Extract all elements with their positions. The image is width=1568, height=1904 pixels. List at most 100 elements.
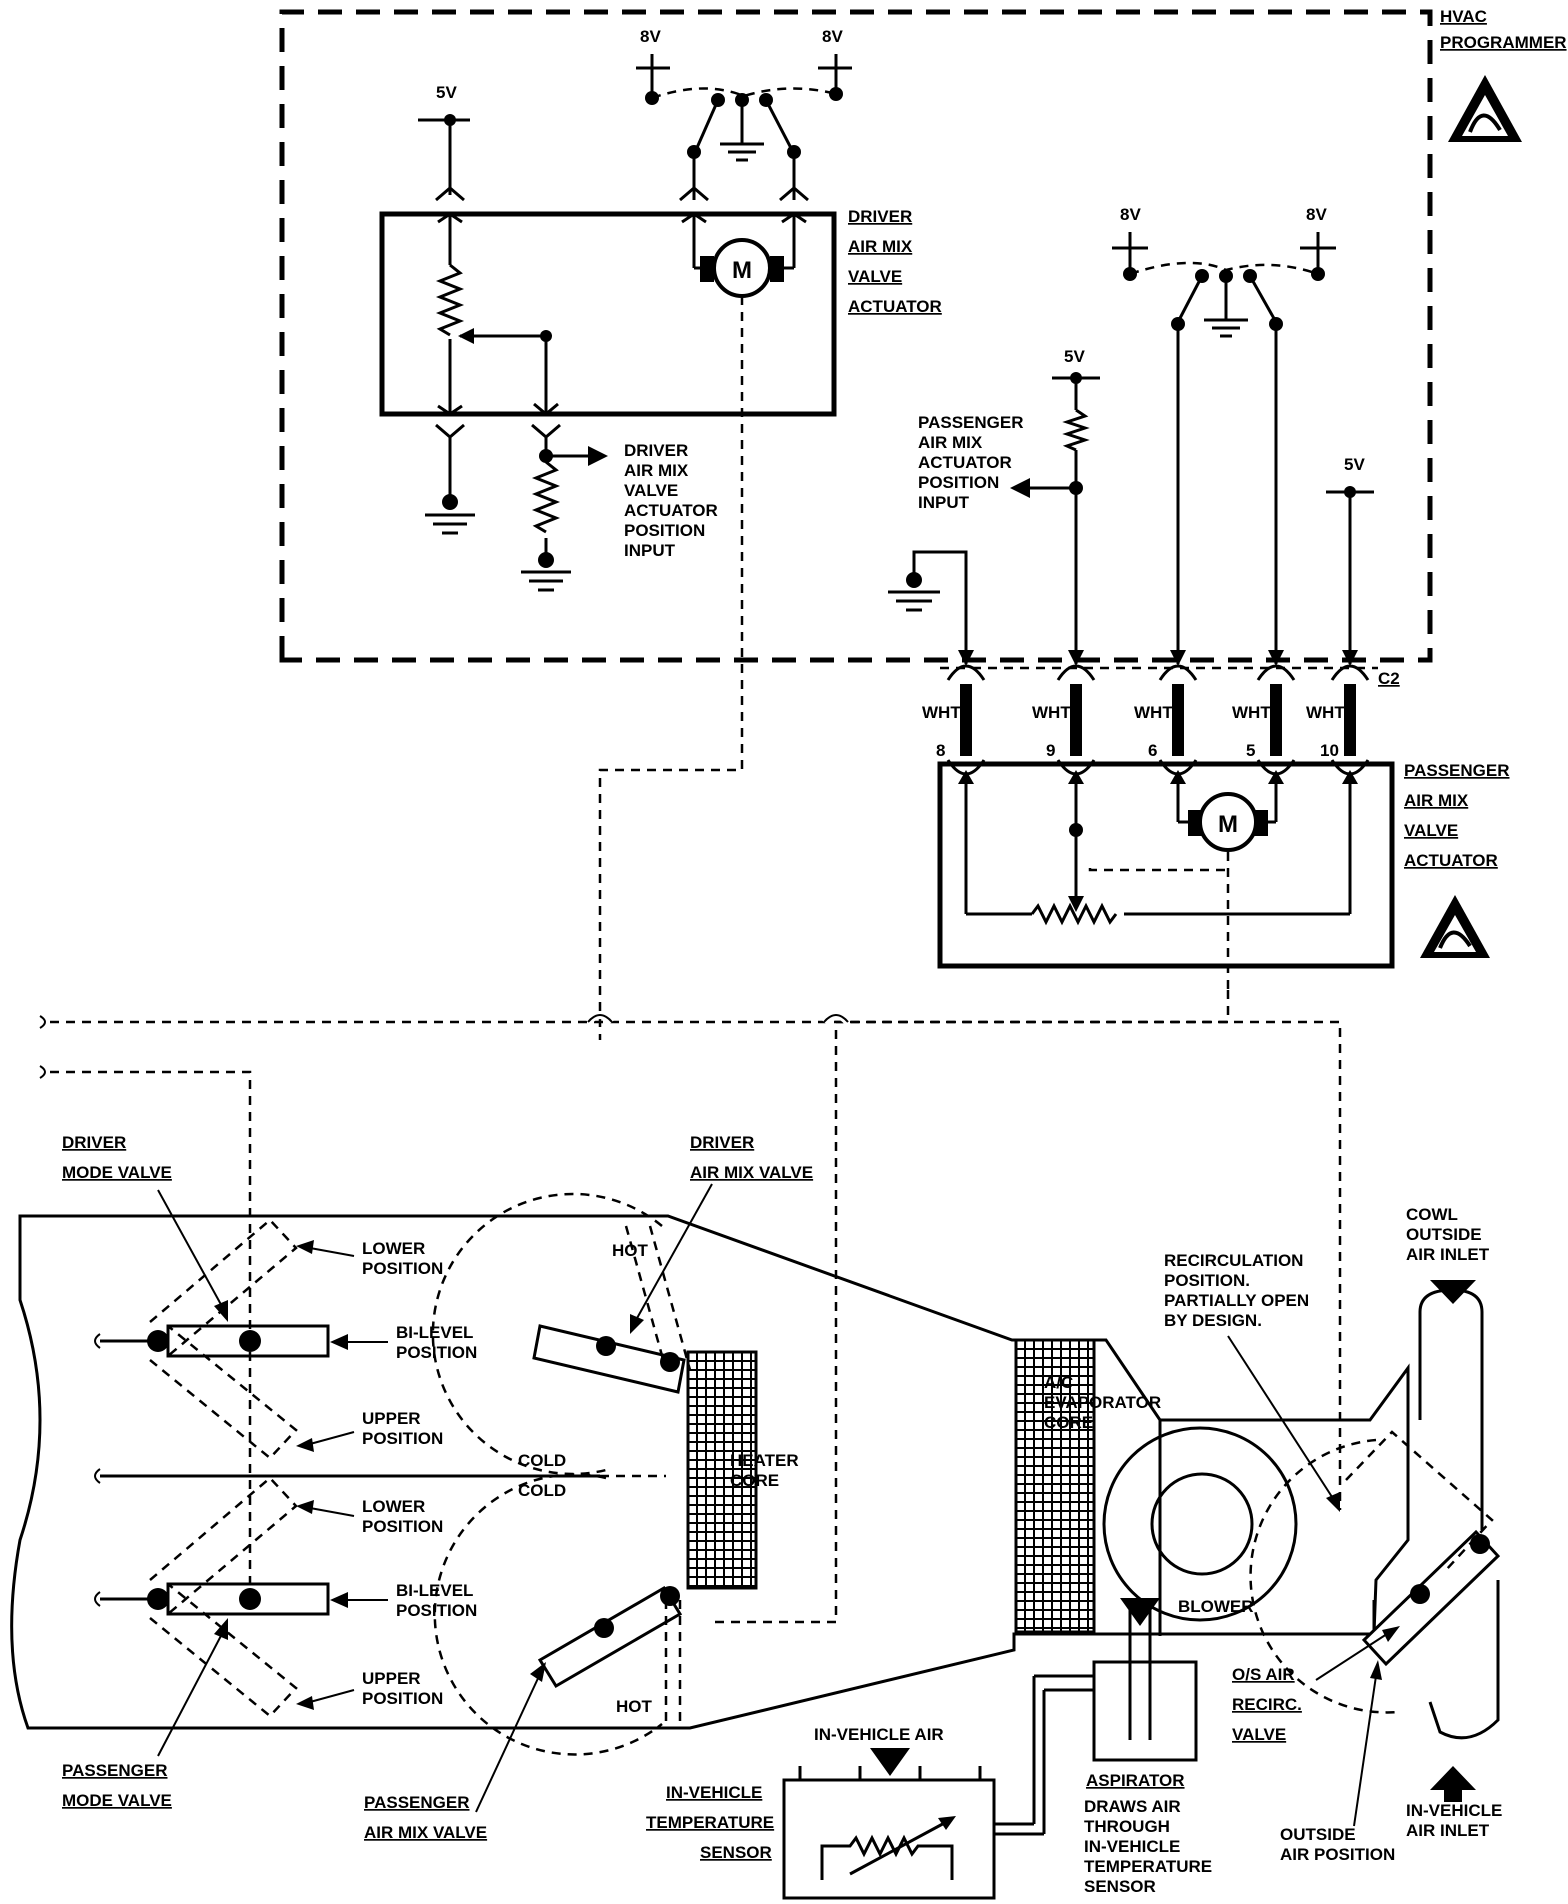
crossover-jumps — [39, 1011, 852, 1079]
driver-motor-switch: 8V 8V — [636, 27, 852, 270]
driver-actuator-box — [379, 211, 837, 417]
passenger-ground-feed — [888, 550, 968, 640]
evaporator-core — [1014, 1338, 1096, 1634]
svg-text:HEATER: HEATER — [730, 1451, 799, 1470]
svg-text:UPPER: UPPER — [362, 1409, 421, 1428]
driver-motor: M — [700, 238, 784, 298]
aspirator-inlet-arrow-icon — [1120, 1598, 1160, 1626]
svg-text:RECIRCULATION: RECIRCULATION — [1164, 1251, 1303, 1270]
wire-color-label: WHT — [1134, 703, 1173, 722]
pin-number: 9 — [1046, 741, 1055, 760]
in-vehicle-inlet-arrow-icon — [1430, 1766, 1476, 1790]
svg-text:COWL: COWL — [1406, 1205, 1458, 1224]
svg-text:EVAPORATOR: EVAPORATOR — [1044, 1393, 1161, 1412]
svg-text:IN-VEHICLE: IN-VEHICLE — [1406, 1801, 1502, 1820]
lead-ends — [94, 1333, 101, 1607]
svg-text:POSITION: POSITION — [396, 1343, 477, 1362]
passenger-actuator-box — [937, 761, 1395, 969]
mode-linkage-lower — [50, 1070, 252, 1600]
pin-number: 8 — [936, 741, 945, 760]
cold-label-lower: COLD — [518, 1481, 566, 1500]
hvac-case-outline — [10, 1214, 1410, 1730]
svg-text:MODE VALVE: MODE VALVE — [62, 1791, 172, 1810]
pin-number: 6 — [1148, 741, 1157, 760]
svg-text:AIR POSITION: AIR POSITION — [1280, 1845, 1395, 1864]
cowl-duct — [1418, 1280, 1500, 1802]
hot-label-lower: HOT — [616, 1697, 653, 1716]
svg-text:TEMPERATURE: TEMPERATURE — [646, 1813, 774, 1832]
in-vehicle-inlet-label: IN-VEHICLE AIR INLET — [1406, 1801, 1502, 1840]
svg-text:POSITION: POSITION — [396, 1601, 477, 1620]
svg-text:M: M — [732, 257, 752, 284]
outside-position-label: OUTSIDE AIR POSITION — [1280, 1660, 1395, 1864]
svg-text:SENSOR: SENSOR — [1084, 1877, 1156, 1896]
svg-text:DRAWS AIR: DRAWS AIR — [1084, 1797, 1181, 1816]
wire-color-label: WHT — [1232, 703, 1271, 722]
svg-text:POSITION: POSITION — [362, 1517, 443, 1536]
svg-text:PROGRAMMER: PROGRAMMER — [1440, 33, 1567, 52]
passenger-pot-supply: 5V — [1010, 347, 1100, 640]
svg-text:ACTUATOR: ACTUATOR — [848, 297, 942, 316]
connector-c2: C2 — [940, 666, 1400, 688]
temp-sensor-label: IN-VEHICLE TEMPERATURE SENSOR — [646, 1783, 774, 1862]
recirc-note: RECIRCULATION POSITION. PARTIALLY OPEN B… — [1164, 1251, 1340, 1512]
svg-text:VALVE: VALVE — [848, 267, 902, 286]
svg-text:OUTSIDE: OUTSIDE — [1406, 1225, 1482, 1244]
driver-air-mix-valve-label: DRIVER AIR MIX VALVE — [630, 1133, 813, 1334]
svg-text:BI-LEVEL: BI-LEVEL — [396, 1581, 473, 1600]
svg-text:VALVE: VALVE — [1232, 1725, 1286, 1744]
pin-number: 10 — [1320, 741, 1339, 760]
wire-color-label: WHT — [922, 703, 961, 722]
passenger-actuator-internal — [964, 772, 1352, 926]
svg-text:AIR MIX: AIR MIX — [918, 433, 983, 452]
passenger-mode-valve-label: PASSENGER MODE VALVE — [62, 1618, 228, 1810]
svg-text:DRIVER: DRIVER — [848, 207, 912, 226]
hvac-programmer-label: HVAC PROGRAMMER — [1440, 7, 1567, 52]
svg-text:POSITION.: POSITION. — [1164, 1271, 1250, 1290]
svg-text:AIR INLET: AIR INLET — [1406, 1821, 1490, 1840]
svg-text:A/C: A/C — [1044, 1373, 1073, 1392]
blower-label: BLOWER — [1178, 1597, 1254, 1616]
svg-text:CORE: CORE — [730, 1471, 779, 1490]
driver-position-input-label: DRIVER AIR MIX VALVE ACTUATOR POSITION I… — [624, 441, 718, 560]
svg-text:MODE VALVE: MODE VALVE — [62, 1163, 172, 1182]
svg-text:LOWER: LOWER — [362, 1239, 425, 1258]
svg-text:RECIRC.: RECIRC. — [1232, 1695, 1302, 1714]
svg-text:TEMPERATURE: TEMPERATURE — [1084, 1857, 1212, 1876]
svg-text:5V: 5V — [1064, 347, 1085, 366]
svg-text:THROUGH: THROUGH — [1084, 1817, 1170, 1836]
aspirator-label: ASPIRATOR — [1086, 1771, 1185, 1790]
cold-label-upper: COLD — [518, 1451, 566, 1470]
passenger-5v-feed: 5V — [1326, 455, 1374, 640]
svg-text:5V: 5V — [1344, 455, 1365, 474]
svg-text:AIR MIX: AIR MIX — [1404, 791, 1469, 810]
driver-actuator-label: DRIVER AIR MIX VALVE ACTUATOR — [848, 207, 942, 316]
svg-text:POSITION: POSITION — [624, 521, 705, 540]
passenger-position-input-label: PASSENGER AIR MIX ACTUATOR POSITION INPU… — [918, 413, 1024, 512]
svg-text:5V: 5V — [436, 83, 457, 102]
driver-pot-wiper — [458, 328, 608, 592]
svg-text:BI-LEVEL: BI-LEVEL — [396, 1323, 473, 1342]
svg-text:IN-VEHICLE: IN-VEHICLE — [666, 1783, 762, 1802]
passenger-pot-linkage — [1088, 868, 1228, 872]
pin-number: 5 — [1246, 741, 1255, 760]
passenger-motor-switch: 8V 8V — [1112, 205, 1336, 640]
aspirator-note: DRAWS AIR THROUGH IN-VEHICLE TEMPERATURE… — [1084, 1797, 1212, 1896]
position-labels: LOWER POSITION BI-LEVEL POSITION UPPER P… — [296, 1239, 477, 1710]
svg-text:VALVE: VALVE — [1404, 821, 1458, 840]
svg-text:8V: 8V — [1120, 205, 1141, 224]
svg-text:PASSENGER: PASSENGER — [364, 1793, 470, 1812]
heater-core — [686, 1350, 758, 1590]
evaporator-label: A/C EVAPORATOR CORE — [1044, 1373, 1161, 1432]
svg-text:UPPER: UPPER — [362, 1669, 421, 1688]
svg-text:PARTIALLY OPEN: PARTIALLY OPEN — [1164, 1291, 1309, 1310]
driver-mode-valve — [100, 1218, 330, 1460]
driver-motor-linkage — [598, 296, 744, 1040]
aspirator — [1032, 1598, 1198, 1834]
esd-warning-icon-2 — [1420, 895, 1490, 958]
svg-text:POSITION: POSITION — [918, 473, 999, 492]
cowl-inlet-arrow-icon — [1430, 1280, 1476, 1304]
svg-text:HVAC: HVAC — [1440, 7, 1487, 26]
